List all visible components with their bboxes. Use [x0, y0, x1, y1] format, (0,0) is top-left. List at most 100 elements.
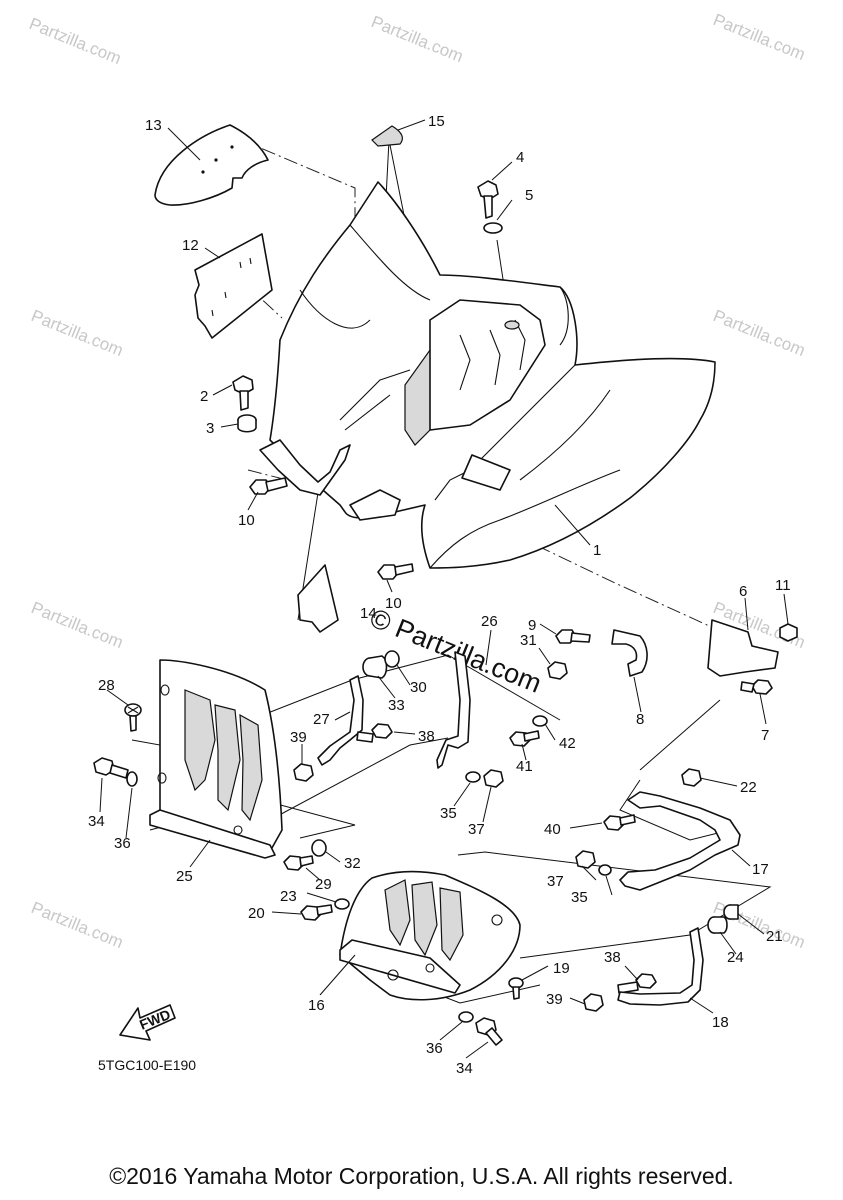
- part-36-washer-left: [126, 771, 138, 787]
- part-36-washer-lower: [458, 1011, 474, 1023]
- callout-15: 15: [428, 113, 445, 130]
- part-38-bolt-upper: [356, 723, 393, 743]
- part-33-collar: [362, 655, 388, 679]
- part-1-rear-fender: [259, 181, 716, 569]
- callout-38-upper: 38: [418, 728, 435, 745]
- part-35-washer-upper: [465, 771, 481, 783]
- callout-20: 20: [248, 905, 265, 922]
- callout-14: 14: [360, 605, 377, 622]
- fwd-arrow-icon: FWD: [119, 1004, 176, 1041]
- callout-8: 8: [636, 711, 644, 728]
- callout-37-lower: 37: [547, 873, 564, 890]
- part-30-washer: [384, 650, 400, 668]
- callout-35-upper: 35: [440, 805, 457, 822]
- callout-35-lower: 35: [571, 889, 588, 906]
- callout-30: 30: [410, 679, 427, 696]
- part-21-washer: [723, 904, 739, 920]
- leader-lines: [99, 119, 789, 1059]
- watermark: Partzilla.com: [27, 14, 124, 68]
- part-10-bolt-lower: [377, 563, 414, 580]
- callout-40: 40: [544, 821, 561, 838]
- callout-29: 29: [315, 876, 332, 893]
- callout-42: 42: [559, 735, 576, 752]
- part-31-nut: [547, 661, 568, 680]
- part-35-washer-lower: [598, 864, 612, 876]
- watermark: Partzilla.com: [29, 306, 126, 360]
- part-5-washer: [483, 222, 503, 234]
- callout-11: 11: [775, 577, 791, 594]
- part-27-stay: [317, 675, 364, 766]
- callout-19: 19: [553, 960, 570, 977]
- part-19-screw: [508, 977, 524, 1000]
- callout-10-lower: 10: [385, 595, 402, 612]
- part-42-washer: [532, 715, 548, 727]
- callout-25: 25: [176, 868, 193, 885]
- part-10-bolt-upper: [249, 477, 288, 495]
- part-39-nut-upper: [293, 763, 314, 782]
- part-41-bolt: [509, 730, 540, 747]
- part-40-bolt: [603, 814, 636, 831]
- part-12-decal: [194, 233, 273, 339]
- part-24-collar: [707, 916, 728, 934]
- part-34-bolt-lower: [475, 1017, 503, 1046]
- callout-32: 32: [344, 855, 361, 872]
- callout-31: 31: [520, 632, 537, 649]
- part-28-screw: [124, 703, 142, 732]
- part-29-bolt: [283, 855, 314, 871]
- part-17-stay: [619, 791, 741, 891]
- callout-41: 41: [516, 758, 533, 775]
- callout-16: 16: [308, 997, 325, 1014]
- part-16-mud-flap: [339, 870, 521, 1001]
- part-37-nut-upper: [483, 769, 504, 788]
- callout-2: 2: [200, 388, 208, 405]
- callout-1: 1: [593, 542, 601, 559]
- part-15-clip: [371, 125, 403, 147]
- callout-38-lower: 38: [604, 949, 621, 966]
- copyright-notice: ©2016 Yamaha Motor Corporation, U.S.A. A…: [109, 1163, 734, 1189]
- callout-18: 18: [712, 1014, 729, 1031]
- callout-17: 17: [752, 861, 769, 878]
- callout-37-upper: 37: [468, 821, 485, 838]
- callout-21: 21: [766, 928, 783, 945]
- callout-4: 4: [516, 149, 524, 166]
- callout-39-upper: 39: [290, 729, 307, 746]
- part-2-bolt: [232, 375, 254, 411]
- watermark: Partzilla.com: [711, 10, 808, 64]
- part-4-bolt: [477, 180, 499, 219]
- callout-3: 3: [206, 420, 214, 437]
- callout-5: 5: [525, 187, 533, 204]
- callout-36-lower: 36: [426, 1040, 443, 1057]
- callout-36-left: 36: [114, 835, 131, 852]
- callout-26: 26: [481, 613, 498, 630]
- callout-24: 24: [727, 949, 744, 966]
- callout-39-lower: 39: [546, 991, 563, 1008]
- part-34-bolt-left: [93, 757, 129, 779]
- part-39-nut-lower: [583, 993, 604, 1012]
- part-22-nut: [681, 768, 702, 787]
- callout-34-left: 34: [88, 813, 105, 830]
- part-26-stay: [436, 651, 471, 769]
- callout-28: 28: [98, 677, 115, 694]
- part-23-washer: [334, 898, 350, 910]
- callout-34-lower: 34: [456, 1060, 473, 1077]
- callout-13: 13: [145, 117, 162, 134]
- callout-6: 6: [739, 583, 747, 600]
- callouts: 13 15 4 5 12 2 3 10 1 10 14 6 11 26 9 31…: [88, 113, 791, 1077]
- part-32-washer: [311, 839, 327, 857]
- watermark: Partzilla.com: [369, 12, 466, 66]
- part-14-decal: [297, 564, 339, 633]
- part-38-bolt-lower: [617, 973, 657, 994]
- callout-10-upper: 10: [238, 512, 255, 529]
- part-37-nut-lower: [575, 850, 596, 869]
- part-8-bracket: [611, 629, 648, 677]
- part-9-bolt: [555, 629, 591, 644]
- callout-23: 23: [280, 888, 297, 905]
- part-3-collar: [237, 414, 257, 433]
- part-13-emblem: [154, 124, 269, 206]
- callout-22: 22: [740, 779, 757, 796]
- callout-27: 27: [313, 711, 330, 728]
- fwd-label: FWD: [137, 1006, 173, 1033]
- diagram-code: 5TGC100-E190: [98, 1057, 196, 1073]
- part-25-mud-flap: [149, 659, 283, 859]
